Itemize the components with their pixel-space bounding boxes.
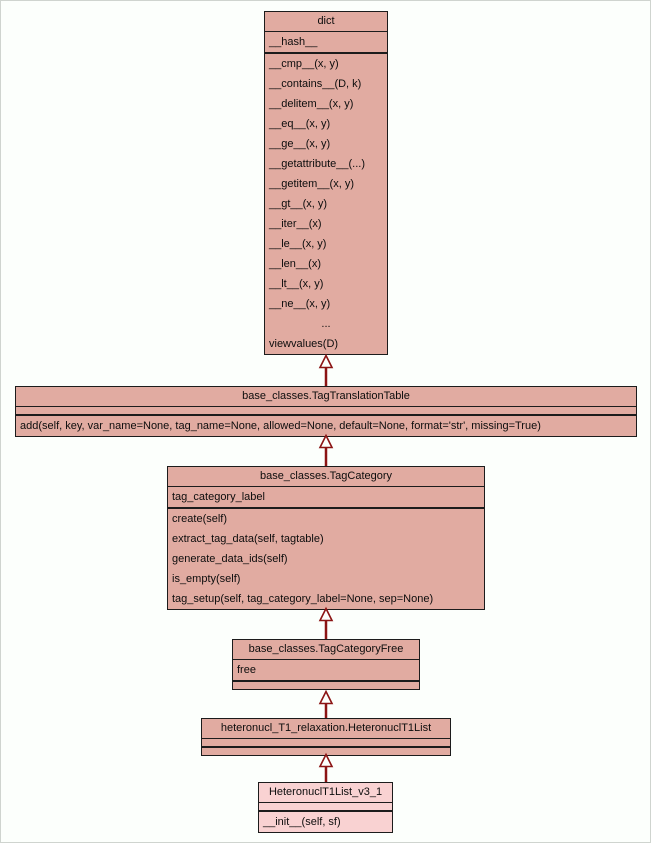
class-box-tagtranslationtable: base_classes.TagTranslationTable add(sel…: [15, 386, 637, 437]
inheritance-arrow: [318, 433, 334, 467]
class-method: __eq__(x, y): [269, 118, 331, 130]
class-method: create(self): [172, 513, 228, 525]
class-attributes: __hash__: [265, 32, 387, 54]
class-method: __ne__(x, y): [269, 298, 331, 310]
class-attribute: __hash__: [269, 36, 318, 48]
class-name: base_classes.TagCategory: [168, 467, 484, 487]
class-attributes: [259, 803, 392, 812]
inheritance-arrow: [318, 353, 334, 387]
class-attributes: [202, 739, 450, 748]
class-methods: add(self, key, var_name=None, tag_name=N…: [16, 416, 636, 436]
class-box-heteronuclt1list: heteronucl_T1_relaxation.HeteronuclT1Lis…: [201, 718, 451, 756]
class-name: base_classes.TagCategoryFree: [233, 640, 419, 660]
class-method-ellipsis: ...: [321, 318, 331, 330]
class-method: __contains__(D, k): [269, 78, 362, 90]
class-method: __init__(self, sf): [263, 816, 341, 828]
class-box-heteronuclt1list-v3-1: HeteronuclT1List_v3_1 __init__(self, sf): [258, 782, 393, 833]
class-attributes: free: [233, 660, 419, 682]
inheritance-arrow: [318, 689, 334, 719]
class-name: HeteronuclT1List_v3_1: [259, 783, 392, 803]
class-method: __getitem__(x, y): [269, 178, 354, 190]
class-method: __ge__(x, y): [269, 138, 331, 150]
class-attributes: tag_category_label: [168, 487, 484, 509]
class-box-tagcategory: base_classes.TagCategory tag_category_la…: [167, 466, 485, 610]
class-method: viewvalues(D): [269, 338, 339, 350]
class-method: __gt__(x, y): [269, 198, 328, 210]
class-method: __delitem__(x, y): [269, 98, 354, 110]
class-method: tag_setup(self, tag_category_label=None,…: [172, 593, 434, 605]
class-method: __len__(x): [269, 258, 321, 270]
class-method: add(self, key, var_name=None, tag_name=N…: [20, 420, 541, 432]
class-name: heteronucl_T1_relaxation.HeteronuclT1Lis…: [202, 719, 450, 739]
inheritance-arrow: [318, 606, 334, 640]
class-box-dict: dict __hash__ __cmp__(x, y) __contains__…: [264, 11, 388, 355]
class-name: dict: [265, 12, 387, 32]
class-methods: __init__(self, sf): [259, 812, 392, 832]
class-method: __lt__(x, y): [269, 278, 324, 290]
class-attribute: free: [237, 664, 256, 676]
class-method: __le__(x, y): [269, 238, 327, 250]
class-method: generate_data_ids(self): [172, 553, 288, 565]
class-attribute: tag_category_label: [172, 491, 265, 503]
class-method: is_empty(self): [172, 573, 241, 585]
class-method: __getattribute__(...): [269, 158, 366, 170]
class-name: base_classes.TagTranslationTable: [16, 387, 636, 407]
class-method: __iter__(x): [269, 218, 322, 230]
class-method: __cmp__(x, y): [269, 58, 339, 70]
class-method: extract_tag_data(self, tagtable): [172, 533, 324, 545]
class-methods: create(self) extract_tag_data(self, tagt…: [168, 509, 484, 609]
inheritance-arrow: [318, 752, 334, 783]
class-methods: __cmp__(x, y) __contains__(D, k) __delit…: [265, 54, 387, 354]
class-attributes: [16, 407, 636, 416]
class-methods: [233, 682, 419, 689]
class-box-tagcategoryfree: base_classes.TagCategoryFree free: [232, 639, 420, 690]
